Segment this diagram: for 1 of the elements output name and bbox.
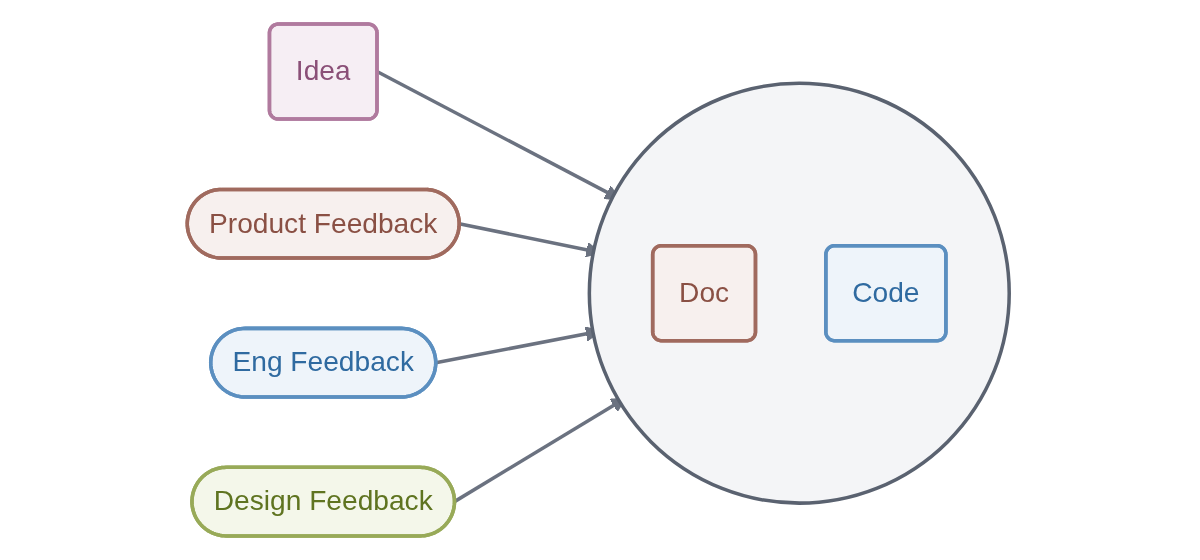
cluster (587, 81, 1011, 505)
